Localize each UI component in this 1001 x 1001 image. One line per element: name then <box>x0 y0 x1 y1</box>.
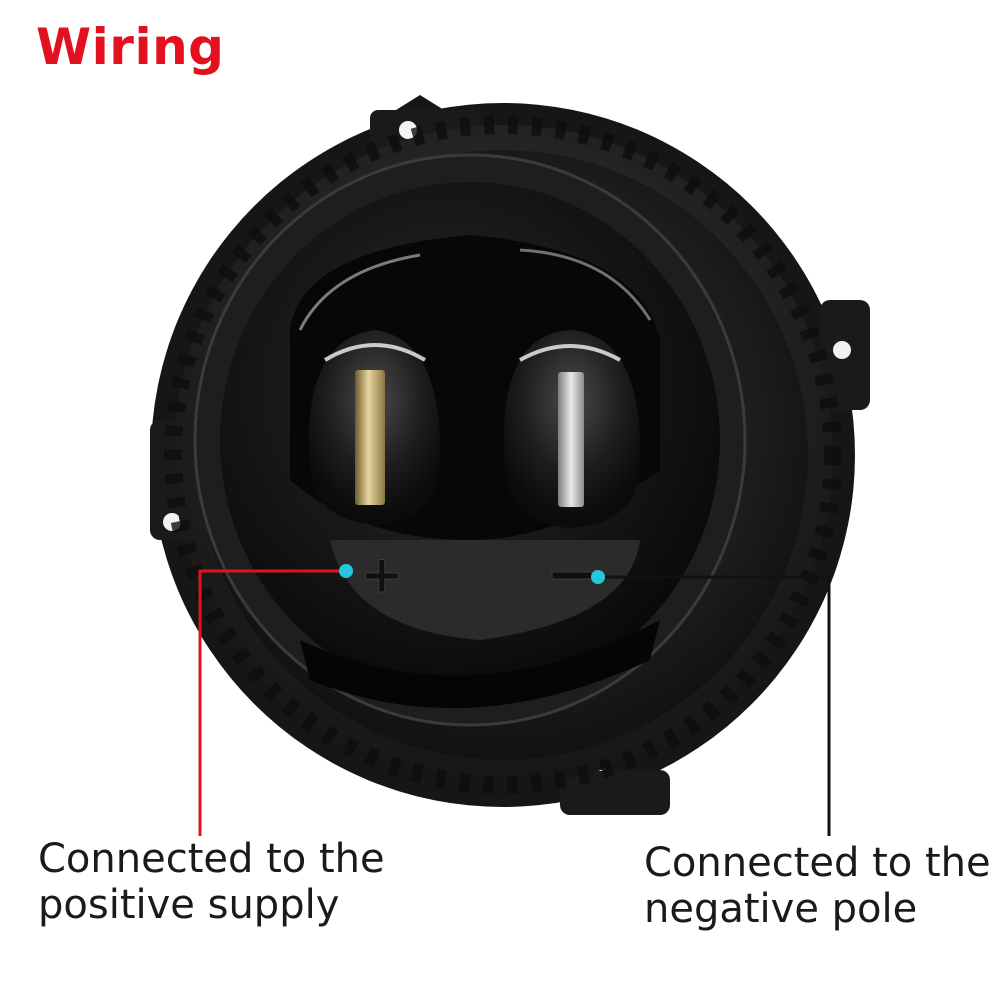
positive-caption-line1: Connected to the <box>38 836 385 882</box>
negative-contact <box>503 330 641 528</box>
positive-caption-line2: positive supply <box>38 882 340 928</box>
negative-leader-line <box>598 575 831 836</box>
positive-terminal-dot <box>339 564 353 578</box>
positive-mark: + <box>360 545 404 605</box>
positive-contact <box>308 330 441 525</box>
positive-caption: Connected to the positive supply <box>38 836 385 928</box>
negative-caption-line1: Connected to the <box>644 840 991 886</box>
page-title: Wiring <box>36 18 225 76</box>
socket-cup <box>193 153 747 727</box>
negative-terminal-dot <box>591 570 605 584</box>
negative-caption: Connected to the negative pole <box>644 840 991 932</box>
positive-leader-line <box>198 569 346 836</box>
negative-mark <box>551 571 593 580</box>
negative-caption-line2: negative pole <box>644 886 918 932</box>
leader-lines <box>198 564 831 836</box>
polarity-marks: + <box>360 545 593 606</box>
